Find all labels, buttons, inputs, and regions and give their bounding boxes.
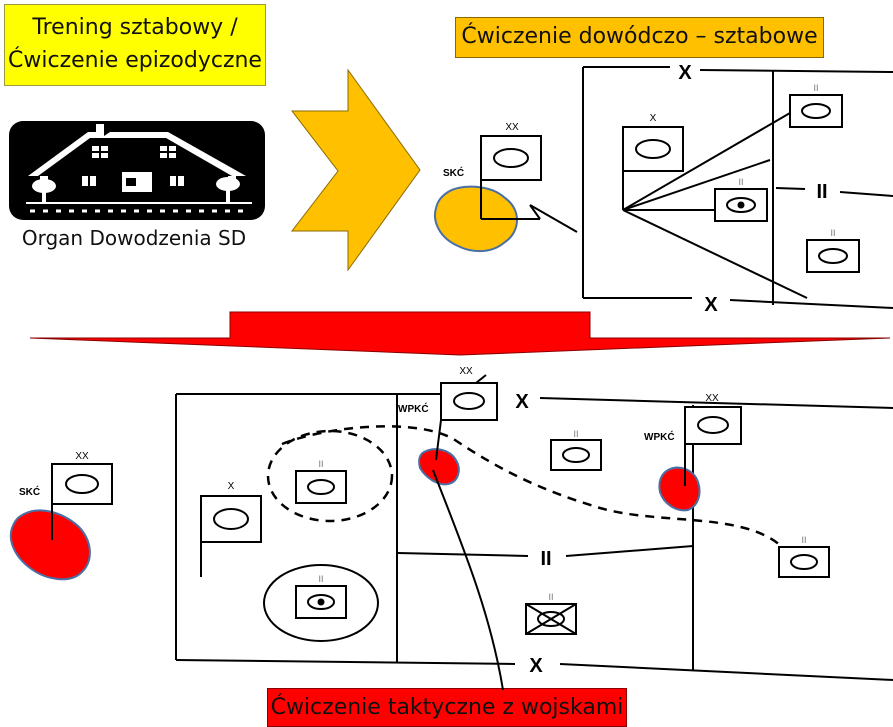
bottom-division-echelon-2: XX — [459, 366, 473, 377]
top-battalion-echelon-1: II — [813, 83, 818, 93]
bottom-boundary-ii: II — [540, 548, 551, 570]
organ-dowodzenia-label: Organ Dowodzenia SD — [21, 226, 247, 250]
arrow-right-icon — [290, 68, 421, 272]
bottom-brigade-echelon: X — [228, 481, 235, 492]
bottom-wpkc-label-2: WPKĆ — [644, 430, 675, 443]
top-boundary-ii: II — [816, 181, 827, 203]
bottom-division-echelon-1: XX — [75, 451, 89, 462]
arrow-down-icon — [29, 311, 891, 356]
top-skc-label: SKĆ — [443, 166, 464, 179]
house-icon — [9, 121, 265, 220]
title-trening-sztabowy: Trening sztabowy / Ćwiczenie epizodyczne — [4, 4, 266, 86]
title-trening-line1: Trening sztabowy / — [32, 15, 238, 40]
bottom-battalion-echelon-3: II — [573, 429, 578, 439]
title-cwiczenie-dowodczo-sztabowe: Ćwiczenie dowódczo – sztabowe — [455, 17, 824, 58]
skc-area-top — [434, 185, 518, 253]
bottom-boundary-x-upper: X — [515, 391, 529, 413]
bottom-battalion-echelon-5: II — [801, 535, 806, 545]
top-diagram — [434, 66, 893, 309]
bottom-wpkc-label-1: WPKĆ — [398, 402, 429, 415]
top-boundary-x-upper: X — [678, 62, 692, 84]
bottom-battalion-echelon-2: II — [318, 574, 323, 584]
top-boundary-x-lower: X — [704, 294, 718, 316]
bottom-diagram — [9, 374, 893, 691]
top-battalion-echelon-2: II — [738, 177, 743, 187]
bottom-division-echelon-3: XX — [705, 393, 719, 404]
bottom-battalion-echelon-1: II — [318, 459, 323, 469]
bottom-skc-label: SKĆ — [19, 485, 40, 498]
title-trening-line2: Ćwiczenie epizodyczne — [8, 48, 262, 73]
top-brigade-echelon: X — [650, 113, 657, 124]
top-division-echelon: XX — [505, 122, 519, 133]
top-battalion-echelon-3: II — [830, 228, 835, 238]
bottom-battalion-echelon-4: II — [548, 592, 553, 602]
title-cwiczenie-taktyczne: Ćwiczenie taktyczne z wojskami — [267, 688, 627, 727]
bottom-boundary-x-lower: X — [529, 655, 543, 677]
skc-area-bottom — [9, 509, 91, 581]
